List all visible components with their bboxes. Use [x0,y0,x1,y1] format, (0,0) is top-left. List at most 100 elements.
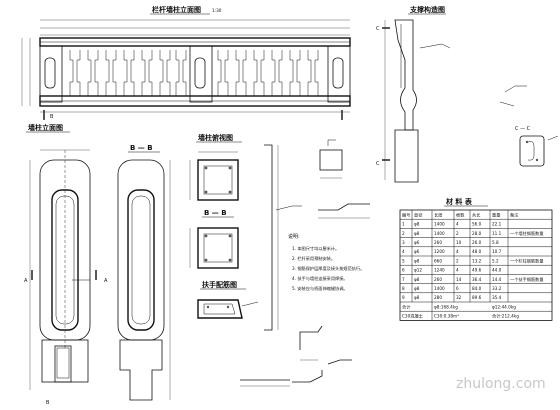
table-cell: φ6 [414,240,420,245]
table-cell: 33.2 [492,286,502,291]
table-footer-cell: φ8:168.4kg [434,304,458,309]
table-cell: 28.0 [472,231,482,236]
table-cell: φ8 [414,277,420,282]
table-cell: 10 [456,240,462,245]
table-cell: 14.4 [492,277,502,282]
table-cell: 84.0 [472,286,482,291]
table-footer-cell: 合计 [402,303,410,310]
table-header-cell: 根数 [456,211,465,218]
table-header-cell: 重量 [492,211,500,218]
section-bb-view: B — B [117,144,171,401]
balusters-right [217,50,319,96]
table-cell: 10.7 [492,249,502,254]
bent-bar-detail [318,203,370,219]
table-cell: 660 [434,258,442,263]
table-cell: 1400 [434,222,445,227]
table-header-cell: 长度 [434,211,443,218]
support-detail-title: 支撑构造图 [409,5,445,14]
table-cell: 6 [402,268,405,273]
table-cell: 260 [434,277,442,282]
note-5: 5. 安装应与桥面伸缩缝协调。 [292,285,348,292]
table-cell: 2 [456,258,459,263]
table-cell: φ6 [414,249,420,254]
table-cell: 5.2 [492,258,499,263]
table-footer-cell: 合计:212.4kg [492,313,519,320]
table-header-cell: 共长 [472,211,481,218]
handrail-title: 扶手配筋图 [202,280,237,289]
table-cell: φ8 [414,231,420,236]
table-cell: 13.2 [472,258,482,263]
table-cell: 280 [434,295,442,300]
table-cell: 4 [456,249,459,254]
note-4: 4. 扶手与墙柱连接采用焊接。 [292,275,348,282]
table-cell: 1400 [434,231,445,236]
section-bb2-title: B — B [204,209,227,217]
note-1: 1. 本图尺寸均以厘米计。 [292,245,339,252]
section-mark-a-left: A [24,278,28,284]
table-cell: 8 [402,286,405,291]
rebar-long-view [264,144,302,331]
table-cell: 2 [402,231,405,236]
bottom-bar-details [240,325,352,387]
support-detail-view: 支撑构造图 C C C — C [376,5,559,183]
table-cell: 一个栏柱钢筋数量 [510,257,544,264]
section-mark-b-bottom: B [46,400,50,406]
table-footer-cell: C30:0.38m³ [434,314,459,319]
table-cell: 1240 [434,268,445,273]
table-cell: φ8 [414,286,420,291]
small-stirrup-detail [319,139,343,179]
section-cc-title: C — C [515,126,531,132]
post-plan-view: 墙柱俯视图 [189,133,242,201]
table-cell: 一个墙柱钢筋数量 [510,230,544,237]
table-cell: 26.0 [472,240,482,245]
post-elevation-title: 墙柱立面图 [28,123,63,132]
table-cell: 9 [402,295,405,300]
table-cell: 1200 [434,249,445,254]
handrail-rebar-view: 扶手配筋图 [197,280,259,319]
table-cell: 44.0 [492,268,502,273]
section-mark-a-right: A [104,278,108,284]
section-bb2-view: B — B [189,209,239,269]
table-cell: 56.0 [472,222,482,227]
table-cell: 5 [402,258,405,263]
table-cell: 14 [456,277,462,282]
general-notes: 说明: 1. 本图尺寸均以厘米计。 2. 栏杆采用预制安装。 3. 钢筋保护层厚… [288,233,364,292]
note-3: 3. 钢筋保护层厚度及接头按规范执行。 [292,265,364,272]
notes-heading: 说明: [288,233,300,240]
table-cell: 1400 [434,286,445,291]
table-cell: 48.0 [472,249,482,254]
table-cell: 5.8 [492,240,499,245]
railing-elevation-view: 栏杆墙柱立面图 1:30 [21,5,351,120]
railing-elevation-title: 栏杆墙柱立面图 [152,5,201,14]
table-cell: 一个扶手钢筋数量 [510,276,544,283]
table-cell: 36.4 [472,277,482,282]
table-cell: 4 [456,268,459,273]
table-cell: 49.6 [472,268,482,273]
section-mark-b-left: B [50,114,54,120]
material-table-title: 材 料 表 [445,197,473,206]
table-cell: 22.1 [492,222,502,227]
section-mark-c-bottom: C [376,161,380,167]
table-cell: 260 [434,240,442,245]
table-cell: φ8 [414,295,420,300]
table-cell: φ8 [414,222,420,227]
table-cell: 2 [456,231,459,236]
post-elevation-view: 墙柱立面图 A A B [24,123,108,406]
table-cell: 32 [456,295,462,300]
table-cell: 4 [456,222,459,227]
table-header-cell: 编号 [402,211,410,218]
section-mark-c-top: C [376,26,380,32]
table-cell: 1 [402,222,405,227]
section-bb-title: B — B [130,144,153,152]
post-plan-title: 墙柱俯视图 [198,133,233,142]
note-2: 2. 栏杆采用预制安装。 [292,255,335,262]
table-footer-cell: φ12:44.0kg [492,304,516,309]
table-cell: 11.1 [492,231,502,236]
table-cell: 6 [456,286,459,291]
table-cell: 3 [402,240,405,245]
table-cell: φ12 [414,268,422,273]
table-cell: 4 [402,249,405,254]
